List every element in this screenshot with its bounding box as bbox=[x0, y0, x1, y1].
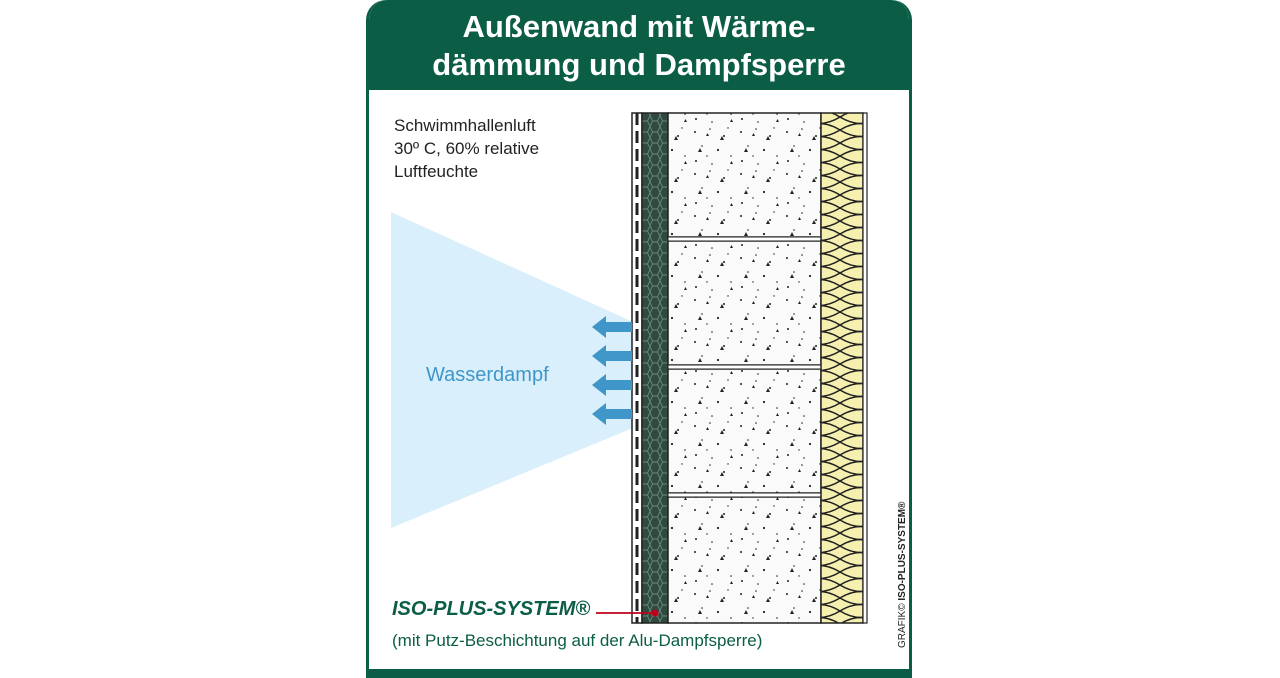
mineral-wool-layer bbox=[820, 112, 864, 624]
masonry-block-1 bbox=[667, 112, 822, 238]
masonry-block-4 bbox=[667, 496, 822, 624]
mortar-joint bbox=[667, 364, 822, 370]
air-conditions-line-1: Schwimmhallenluft bbox=[394, 116, 536, 135]
brand-pointer-dot bbox=[651, 609, 659, 617]
bottom-bar bbox=[369, 669, 909, 675]
water-vapor-label: Wasserdampf bbox=[426, 364, 549, 386]
credit-brand: ISO-PLUS-SYSTEM® bbox=[897, 501, 908, 601]
masonry-block-3 bbox=[667, 368, 822, 494]
title-line-2: dämmung und Dampfsperre bbox=[432, 47, 846, 82]
air-conditions-line-3: Luftfeuchte bbox=[394, 162, 479, 181]
mortar-joint bbox=[667, 236, 822, 242]
air-conditions-line-2: 30º C, 60% relative bbox=[394, 139, 540, 158]
iso-plus-system-logo: ISO-PLUS-SYSTEM® bbox=[392, 598, 591, 620]
title-line-1: Außenwand mit Wärme- bbox=[462, 9, 816, 44]
steam-arrows bbox=[592, 316, 632, 425]
iso-plus-layer bbox=[641, 112, 669, 624]
mortar-joint bbox=[667, 492, 822, 498]
steam-arrow bbox=[592, 316, 632, 338]
steam-arrow bbox=[592, 374, 632, 396]
credit-prefix: GRAFIK© bbox=[897, 600, 908, 648]
masonry-block-2 bbox=[667, 240, 822, 366]
graphic-credit: GRAFIK© ISO-PLUS-SYSTEM® bbox=[897, 502, 908, 648]
outer-cladding bbox=[862, 112, 868, 624]
title-banner: Außenwand mit Wärme- dämmung und Dampfsp… bbox=[369, 0, 909, 90]
steam-fan bbox=[391, 212, 633, 528]
steam-arrow bbox=[592, 345, 632, 367]
steam-arrow bbox=[592, 403, 632, 425]
coating-note: (mit Putz-Beschichtung auf der Alu-Dampf… bbox=[392, 631, 763, 650]
